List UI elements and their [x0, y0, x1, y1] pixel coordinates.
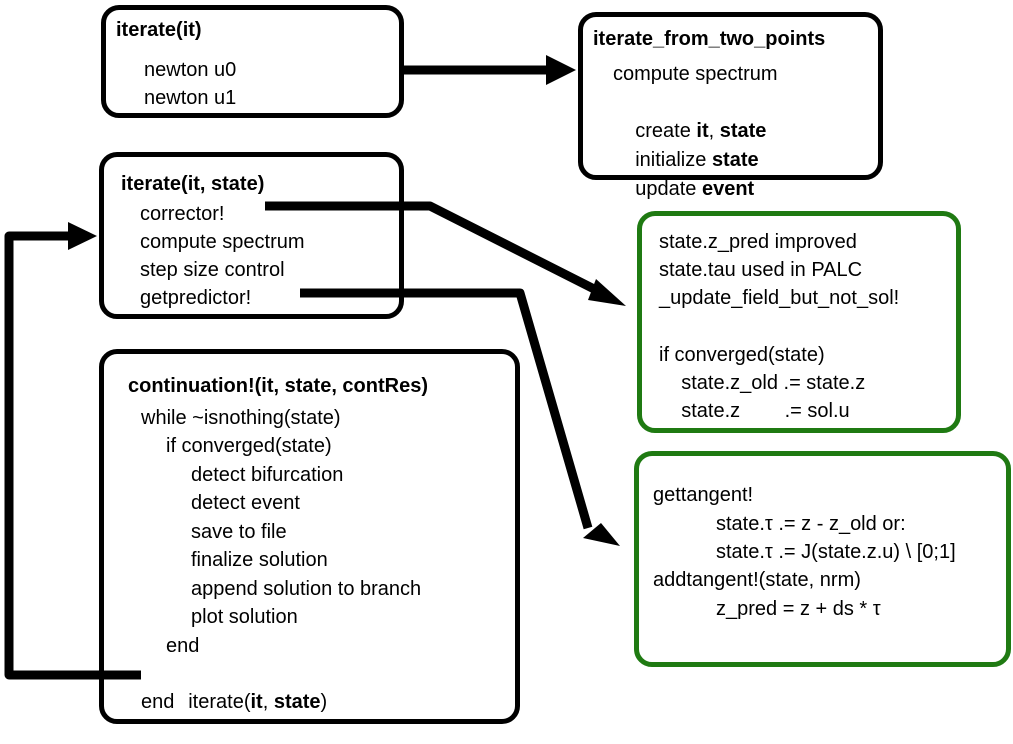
from-two-line-3: initialize state — [613, 118, 759, 202]
arrowhead-corrector — [588, 279, 626, 306]
from-two-line-2-it: it — [696, 120, 709, 142]
iterate-state-title: iterate(it, state) — [121, 173, 265, 195]
from-two-line-1: compute spectrum — [613, 63, 778, 85]
getpredictor-line: getpredictor! — [140, 287, 252, 309]
iterate-title: iterate(it) — [116, 19, 202, 41]
arrowhead-loop-back — [68, 222, 97, 250]
iterate-call-line: iterate(it, state) — [166, 660, 327, 744]
corrector-line: corrector! — [140, 203, 225, 225]
predictor-detail-4: addtangent!(state, nrm) — [653, 569, 861, 591]
arrow-getpredictor — [300, 288, 593, 530]
predictor-detail-2: state.τ .= z - z_old or: — [716, 513, 906, 535]
from-two-line-4-pre: update — [635, 178, 702, 200]
continuation-box: continuation!(it, state, contRes) while … — [99, 349, 520, 724]
from-two-line-2-state: state — [719, 120, 767, 142]
outer-end-line: end — [141, 691, 175, 713]
if-converged-line: if converged(state) — [166, 435, 332, 457]
predictor-detail-3: state.τ .= J(state.z.u) \ [0;1] — [716, 541, 956, 563]
from-two-line-4-event: event — [701, 178, 755, 200]
continuation-title: continuation!(it, state, contRes) — [128, 375, 428, 397]
corrector-detail-2: state.tau used in PALC — [659, 259, 863, 281]
append-solution-line: append solution to branch — [191, 578, 422, 600]
iterate-call-pre: iterate( — [188, 691, 251, 713]
iterate-call-state: state — [273, 691, 321, 713]
arrow-corrector — [265, 201, 603, 297]
iterate-box: iterate(it) newton u0 newton u1 — [101, 5, 404, 118]
arrowhead-iterate-to-from-two — [546, 55, 576, 85]
corrector-detail-3: _update_field_but_not_sol! — [659, 287, 900, 309]
from-two-line-3-pre: initialize — [635, 149, 712, 171]
detect-bifurcation-line: detect bifurcation — [191, 464, 344, 486]
while-line: while ~isnothing(state) — [141, 407, 341, 429]
step-size-control-line: step size control — [140, 259, 285, 281]
predictor-details-box: gettangent! state.τ .= z - z_old or: sta… — [634, 451, 1011, 667]
arrow-loop-back — [4, 231, 141, 680]
corrector-detail-5: state.z_old .= state.z — [659, 372, 866, 394]
corrector-detail-4: if converged(state) — [659, 344, 825, 366]
iterate-from-two-points-box: iterate_from_two_points compute spectrum… — [578, 12, 883, 200]
iterate-line-2: newton u1 — [144, 87, 237, 109]
detect-event-line: detect event — [191, 492, 300, 514]
iterate-line-1: newton u0 — [144, 59, 237, 81]
inner-end-line: end — [166, 635, 200, 657]
corrector-detail-6: state.z .= sol.u — [659, 400, 850, 422]
corrector-detail-1: state.z_pred improved — [659, 231, 857, 253]
predictor-detail-5: z_pred = z + ds * τ — [716, 598, 881, 620]
save-to-file-line: save to file — [191, 521, 287, 543]
from-two-line-2-mid: , — [708, 120, 720, 142]
compute-spectrum-line: compute spectrum — [140, 231, 305, 253]
iterate-call-post: ) — [320, 691, 328, 713]
iterate-call-it: it — [250, 691, 263, 713]
corrector-details-box: state.z_pred improved state.tau used in … — [637, 211, 961, 433]
finalize-solution-line: finalize solution — [191, 549, 328, 571]
iterate-call-mid: , — [262, 691, 274, 713]
from-two-line-2-pre: create — [635, 120, 697, 142]
arrowhead-getpredictor — [583, 523, 620, 546]
from-two-line-2: create it, state — [613, 89, 766, 173]
plot-solution-line: plot solution — [191, 606, 298, 628]
from-two-line-4: update event — [613, 147, 754, 231]
predictor-detail-1: gettangent! — [653, 484, 754, 506]
from-two-line-3-state: state — [711, 149, 759, 171]
from-two-title: iterate_from_two_points — [593, 28, 826, 50]
